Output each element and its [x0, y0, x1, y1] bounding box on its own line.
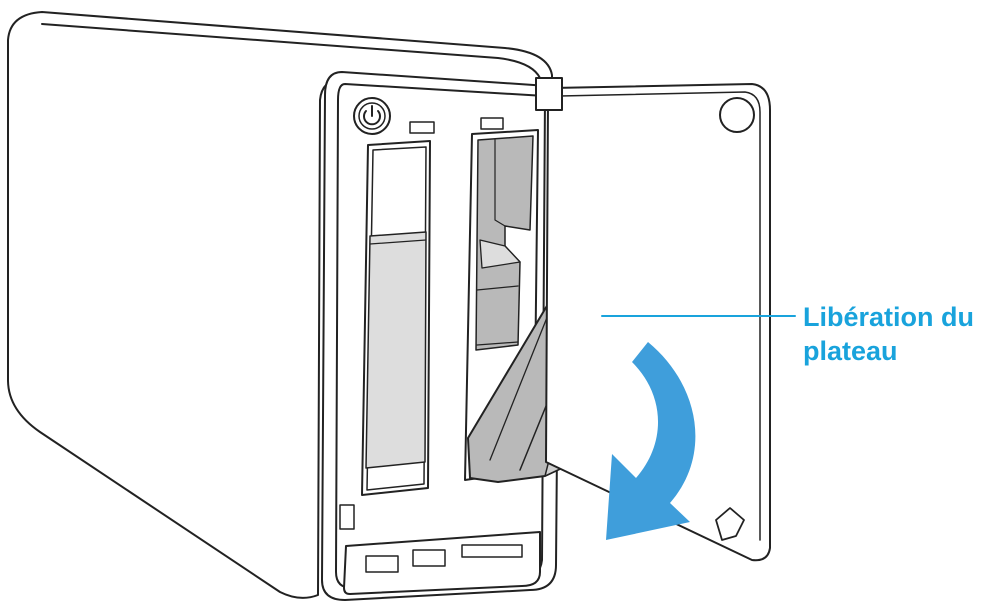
usb-port-1: [365, 555, 399, 573]
usb-port-2: [412, 549, 446, 567]
door-latch: [715, 507, 745, 541]
release-arrow-icon: [606, 342, 696, 540]
sd-card-slot: [461, 544, 523, 558]
bay-lock-switch: [339, 504, 355, 530]
enclosure-top-edge: [41, 23, 541, 79]
front-io-panel: [339, 504, 541, 595]
left-drive-bay: [361, 140, 431, 496]
power-button-icon: [353, 97, 391, 135]
bay2-led-indicator: [480, 117, 504, 130]
tray-release-callout: Libération du plateau: [803, 300, 974, 368]
bay1-led-indicator: [409, 121, 435, 134]
callout-line-1: Libération du: [803, 302, 974, 332]
callout-line-2: plateau: [803, 336, 898, 366]
door-magnet-circle: [719, 97, 755, 133]
enclosure-side-panel: [7, 11, 553, 599]
front-door-panel: [535, 77, 771, 562]
